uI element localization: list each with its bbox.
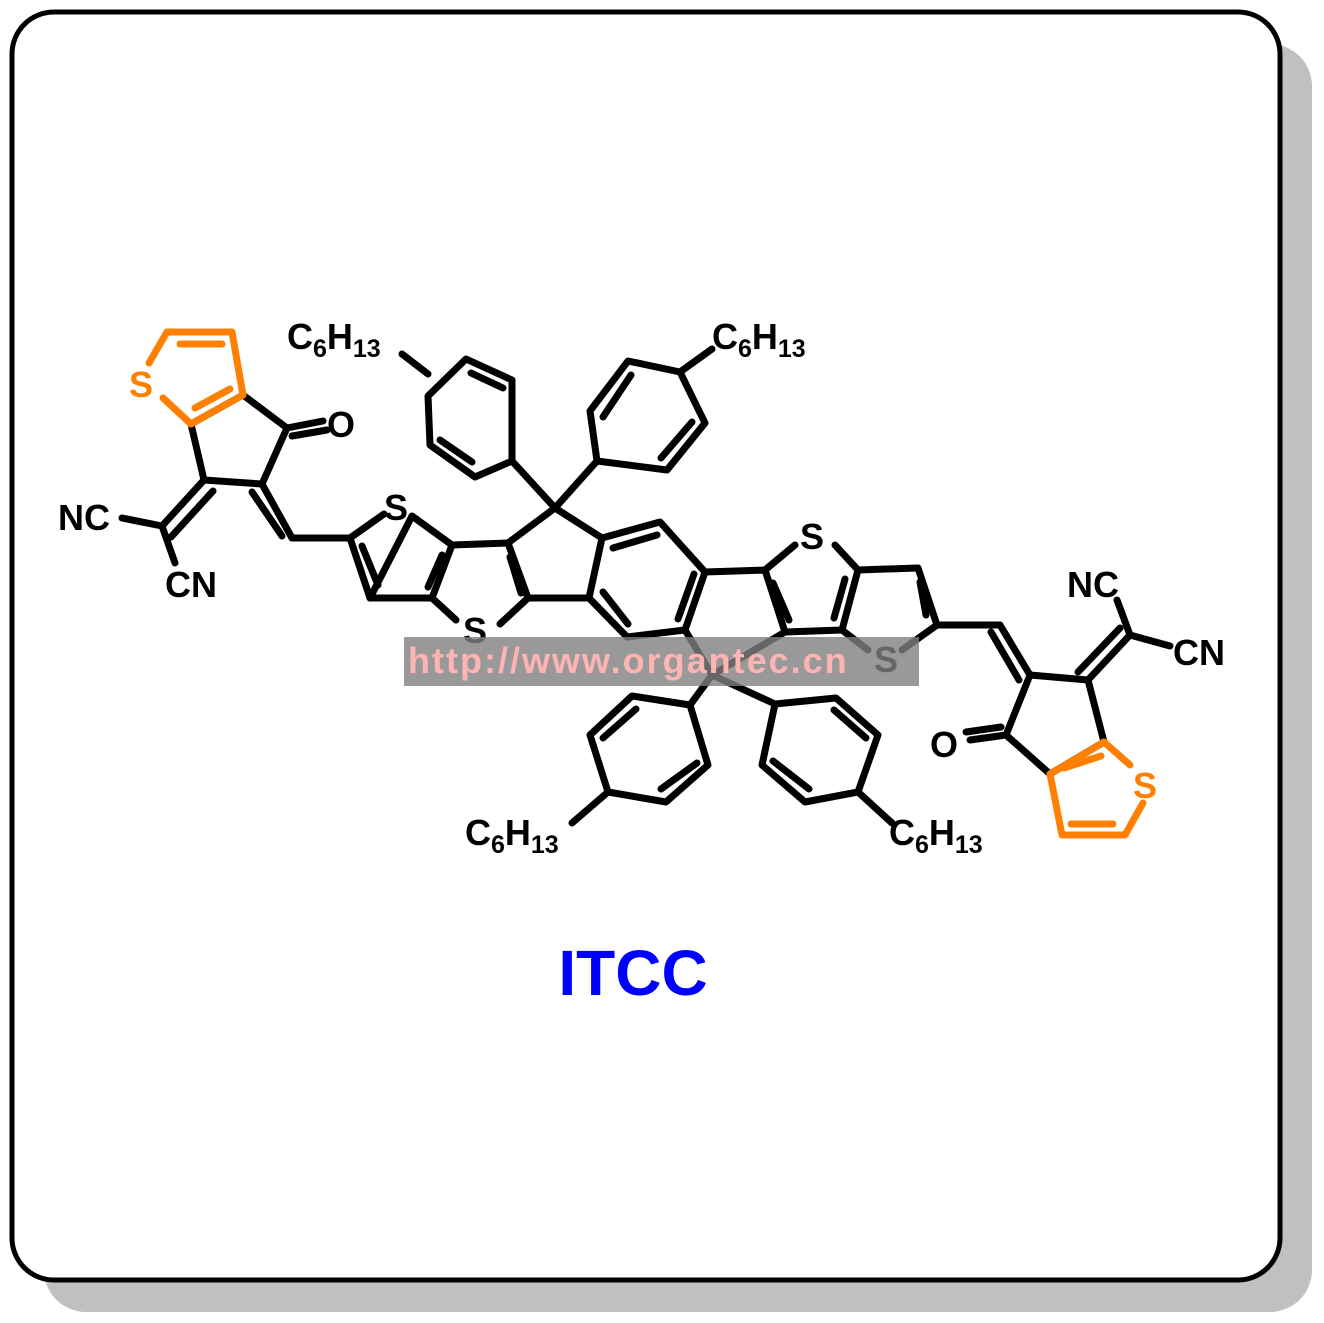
watermark-band: [404, 637, 919, 686]
hexyl-lower-right: C6H13: [889, 812, 983, 859]
oxygen-left: O: [327, 404, 355, 445]
molecule-bonds: [118, 345, 1174, 827]
hexyl-upper-left: C6H13: [287, 316, 381, 363]
oxygen-right: O: [930, 724, 958, 765]
nitrile-left-nc: NC: [58, 497, 110, 538]
compound-name: ITCC: [558, 937, 707, 1009]
hexyl-upper-right: C6H13: [712, 316, 806, 363]
sulfur-1: S: [384, 487, 408, 528]
watermark-text: http://www.organtec.cn: [408, 640, 849, 681]
atom-labels: NC CN O S S S S S NC CN O S C6H13 C6H13 …: [58, 316, 1225, 859]
sulfur-left-end: S: [129, 364, 153, 405]
thiophene-accents: [145, 328, 1147, 839]
nitrile-left-cn: CN: [165, 564, 217, 605]
sulfur-3: S: [800, 516, 824, 557]
sulfur-right-end: S: [1133, 765, 1157, 806]
nitrile-right-nc: NC: [1067, 564, 1119, 605]
nitrile-right-cn: CN: [1173, 632, 1225, 673]
hexyl-lower-left: C6H13: [465, 812, 559, 859]
